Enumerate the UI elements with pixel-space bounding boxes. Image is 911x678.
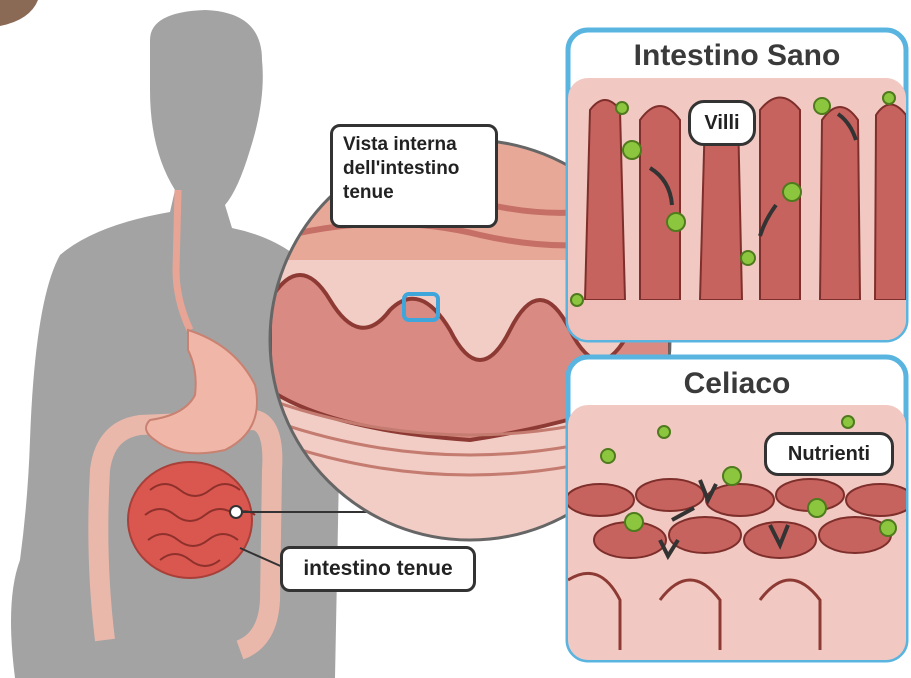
nutrients-label: Nutrienti: [764, 432, 894, 476]
inner-view-label: Vista interna dell'intestino tenue: [330, 124, 498, 228]
villi-label-text: Villi: [704, 112, 739, 134]
celiac-panel-title: Celiaco: [570, 362, 904, 406]
healthy-panel-title: Intestino Sano: [570, 34, 904, 78]
small-intestine-label-text: intestino tenue: [303, 557, 452, 580]
villi-label: Villi: [688, 100, 756, 146]
small-intestine-label: intestino tenue: [280, 546, 476, 592]
corner-decoration: [0, 0, 38, 26]
inner-view-label-text: Vista interna dell'intestino tenue: [343, 134, 459, 203]
nutrients-label-text: Nutrienti: [788, 443, 870, 465]
intestine-pointer-dot: [230, 506, 242, 518]
